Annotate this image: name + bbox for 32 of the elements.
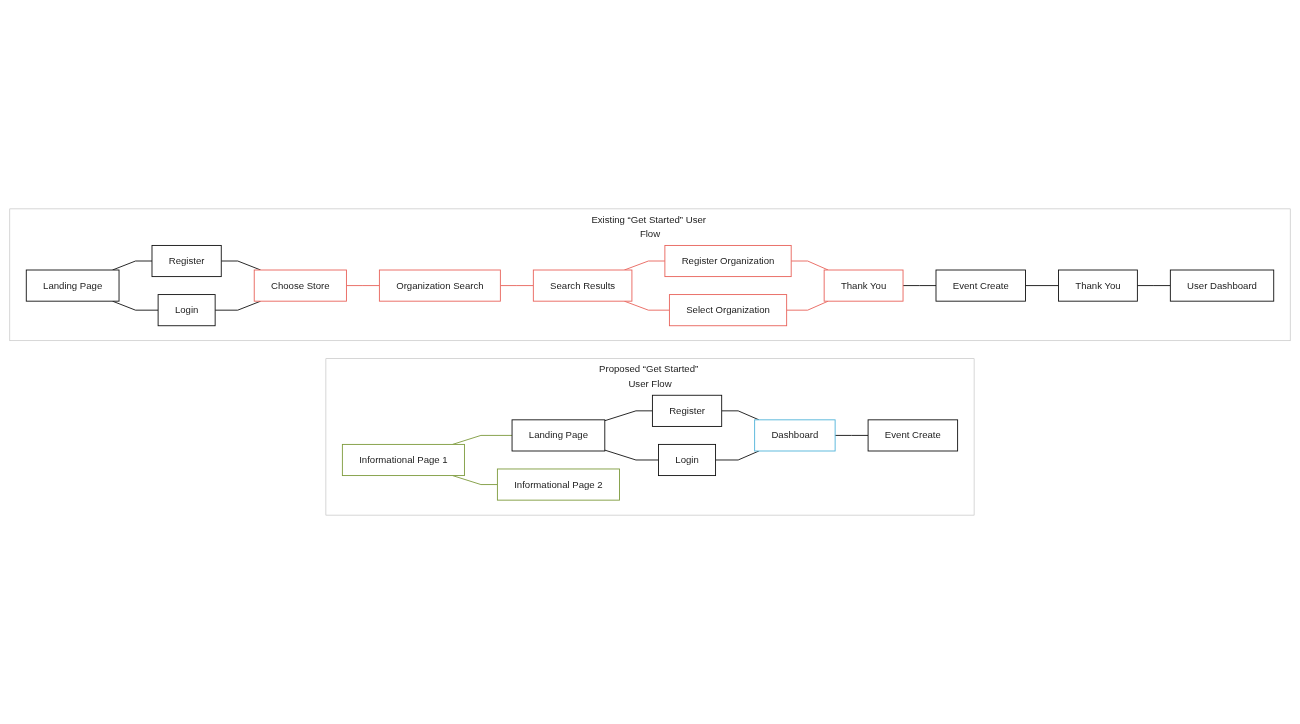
node-box: Login	[658, 443, 716, 476]
node-box: User Dashboard	[1169, 269, 1275, 302]
node-box: Informational Page 2	[496, 468, 620, 501]
connector	[1136, 285, 1171, 287]
connector	[220, 260, 262, 271]
node-box: Informational Page 1	[341, 443, 465, 476]
node-box: Event Create	[935, 269, 1026, 302]
node-box: Choose Store	[253, 269, 347, 302]
connector	[902, 285, 937, 287]
connector	[604, 410, 653, 422]
node-box: Landing Page	[25, 269, 120, 302]
node-box: Select Organization	[668, 294, 788, 327]
node-box: Thank You	[823, 269, 904, 302]
node-box: Register	[151, 245, 222, 278]
connector	[604, 449, 659, 461]
node-box: Landing Page	[511, 419, 606, 452]
connector	[452, 434, 513, 445]
connector	[1025, 285, 1059, 287]
node-box: Login	[157, 294, 216, 327]
node-box: Register	[651, 394, 723, 427]
connector	[499, 285, 534, 287]
node-box: Dashboard	[754, 419, 836, 452]
connector	[834, 434, 869, 436]
connector	[346, 285, 380, 287]
node-box: Thank You	[1058, 269, 1138, 302]
connector	[623, 260, 666, 271]
node-box: Event Create	[867, 419, 959, 452]
node-box: Search Results	[532, 269, 633, 302]
connector	[790, 260, 829, 271]
node-box: Register Organization	[664, 245, 792, 278]
connector	[112, 260, 153, 271]
node-box: Organization Search	[378, 269, 501, 302]
